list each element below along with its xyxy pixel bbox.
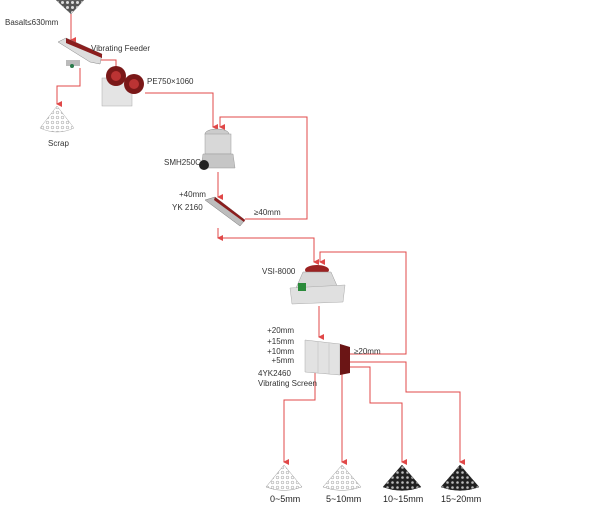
yk2160-model-label: YK 2160 (172, 203, 203, 212)
4yk2460-screen-icon (304, 339, 350, 376)
vsi-crusher-icon (289, 265, 346, 305)
line-out-0-5 (283, 372, 316, 465)
yk2160-screen-icon (204, 196, 246, 227)
jaw-crusher-icon (101, 66, 144, 107)
product-label-0-5: 0~5mm (270, 494, 301, 504)
product-pile-icon (265, 464, 303, 491)
size-label-10: +10mm (267, 347, 294, 356)
product-label-5-10: 5~10mm (326, 494, 362, 504)
scrap-label: Scrap (48, 139, 69, 148)
raw-material-hopper-icon (55, 0, 85, 15)
line-return-20 (319, 251, 407, 355)
line-feeder-to-jaw (100, 59, 117, 68)
flow-lines (56, 14, 465, 465)
size-label-15: +15mm (267, 337, 294, 346)
jaw-crusher-label: PE750×1060 (147, 77, 194, 86)
return-20-label: ≥20mm (354, 347, 381, 356)
cone-crusher-label: SMH250C (164, 158, 201, 167)
line-out-15-20 (349, 361, 465, 465)
size-label-5: +5mm (271, 356, 294, 365)
vsi-label: VSI-8000 (262, 267, 296, 276)
product-pile-icon (440, 464, 480, 491)
line-jaw-to-cone (145, 92, 218, 130)
product-label-15-20: 15~20mm (441, 494, 482, 504)
vibrating-feeder-label: Vibrating Feeder (91, 44, 150, 53)
screen2-model-label: 4YK2460 (258, 369, 291, 378)
size-label-20: +20mm (267, 326, 294, 335)
line-return-40 (219, 116, 308, 220)
return-40-label: ≥40mm (254, 208, 281, 217)
product-pile-icon (322, 464, 362, 491)
cone-crusher-icon (199, 128, 236, 170)
line-yk2160-to-vsi (218, 237, 319, 265)
vibrating-feeder-icon (57, 37, 103, 68)
screen2-type-label: Vibrating Screen (258, 379, 317, 388)
yk2160-pass-label: +40mm (179, 190, 206, 199)
product-label-10-15: 10~15mm (383, 494, 424, 504)
scrap-pile-icon (39, 105, 75, 133)
product-pile-icon (382, 464, 422, 491)
input-material-label: Basalt≤630mm (5, 18, 59, 27)
line-feeder-to-scrap (56, 68, 81, 107)
line-out-10-15 (349, 366, 407, 465)
